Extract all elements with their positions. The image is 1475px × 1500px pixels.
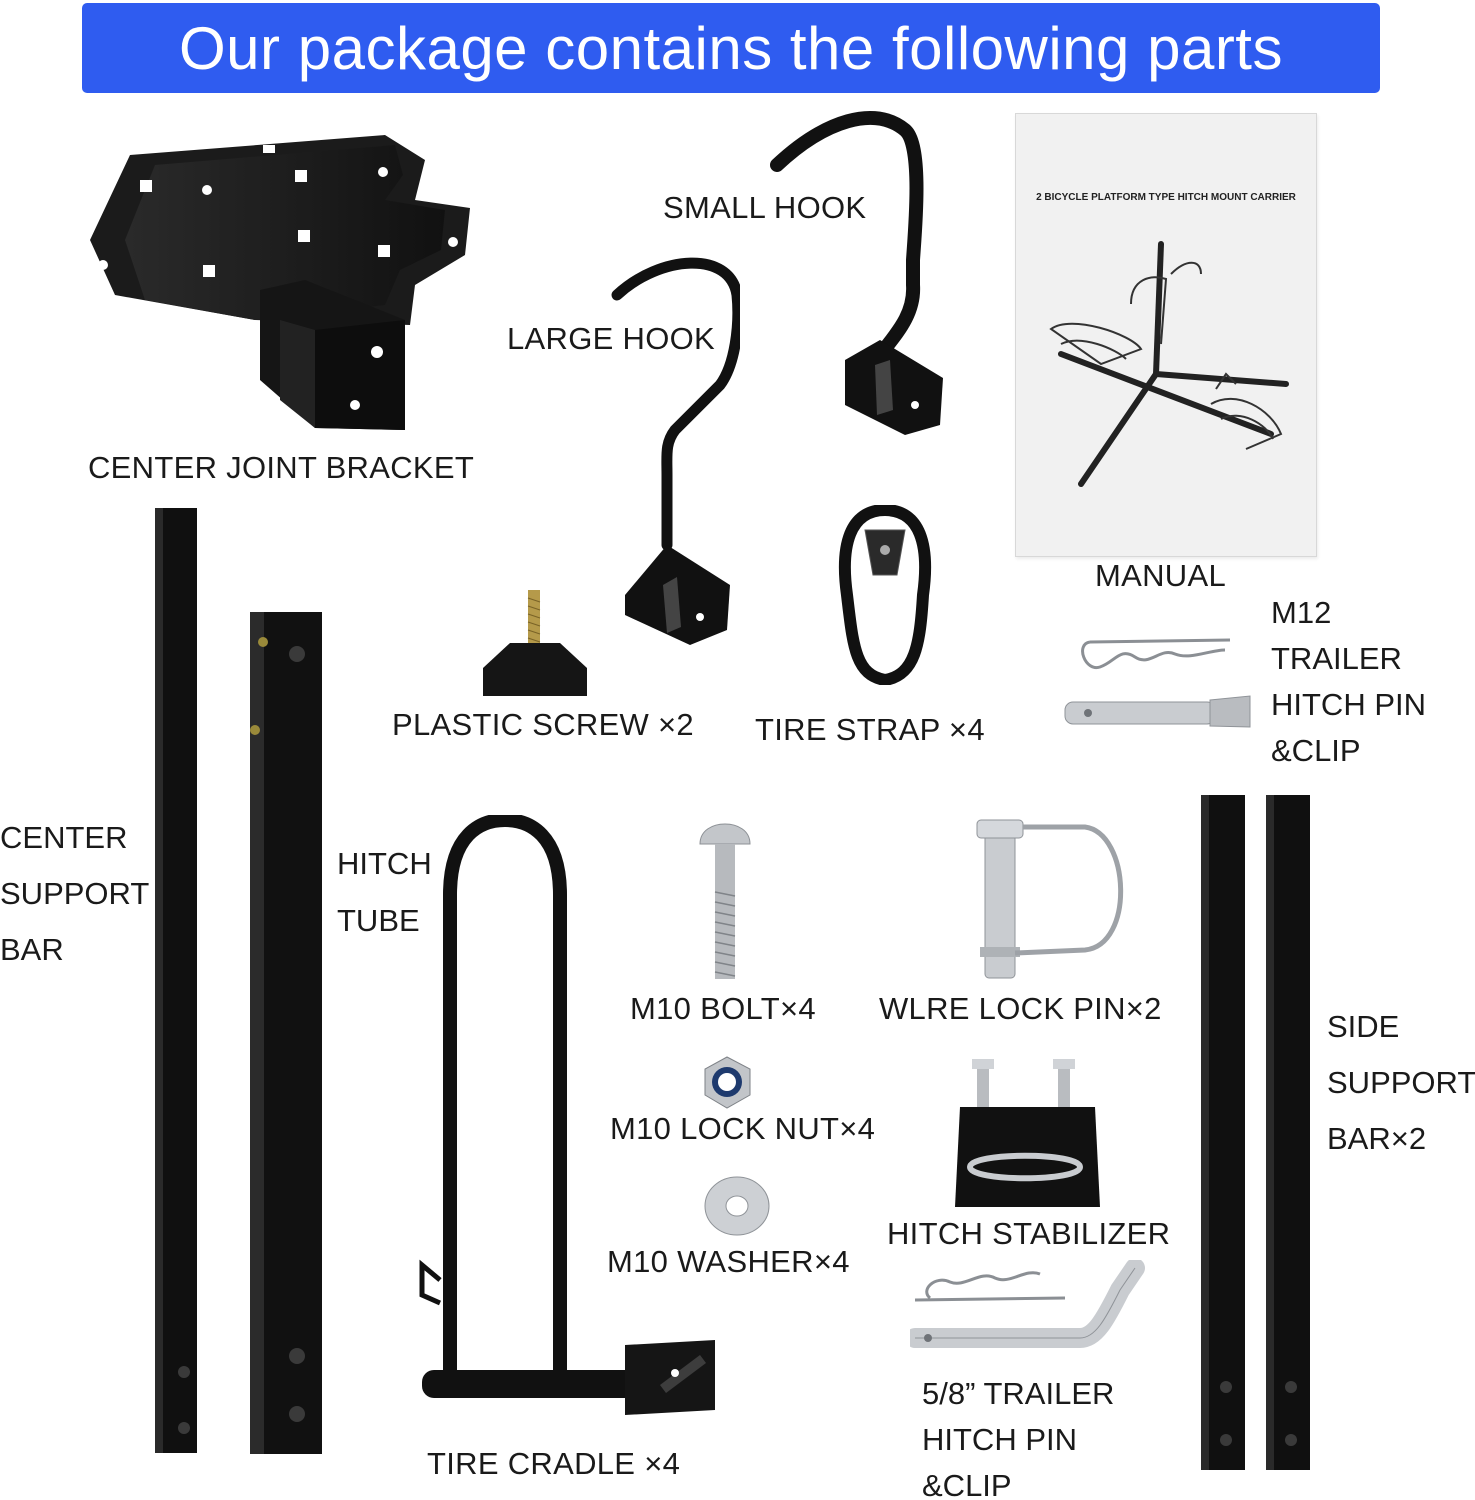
m10-lock-nut-label: M10 LOCK NUT×4 <box>610 1111 876 1146</box>
center-support-line-2: SUPPORT <box>0 876 150 911</box>
hitch-tube-line-1: HITCH <box>337 846 432 881</box>
m12-line-4: &CLIP <box>1271 733 1361 768</box>
small-hook-image <box>770 110 943 435</box>
tire-strap-image <box>838 505 932 685</box>
center-support-bar-label: CENTER SUPPORT BAR <box>0 822 149 990</box>
hitch-tube-image <box>250 612 322 1454</box>
tire-cradle-image <box>419 815 715 1415</box>
m10-washer-image <box>704 1176 770 1236</box>
small-hook-label: SMALL HOOK <box>663 190 867 225</box>
side-support-bar-1-image <box>1201 795 1245 1470</box>
center-support-line-3: BAR <box>0 932 64 967</box>
trailer-pin-line-2: HITCH PIN <box>922 1422 1077 1457</box>
tire-strap-label: TIRE STRAP ×4 <box>755 712 985 747</box>
manual-cover-title: 2 BICYCLE PLATFORM TYPE HITCH MOUNT CARR… <box>1036 192 1296 203</box>
center-joint-bracket-image <box>90 135 470 430</box>
m10-lock-nut-image <box>704 1056 751 1109</box>
m12-line-1: M12 <box>1271 595 1332 630</box>
m10-bolt-label: M10 BOLT×4 <box>630 991 816 1026</box>
bike-rack-illustration <box>1049 241 1289 487</box>
large-hook-image <box>611 257 740 645</box>
center-support-line-1: CENTER <box>0 820 128 855</box>
hitch-tube-line-2: TUBE <box>337 903 420 938</box>
center-support-bar-image <box>155 508 197 1453</box>
m12-line-3: HITCH PIN <box>1271 687 1426 722</box>
manual-label: MANUAL <box>1095 558 1226 593</box>
m10-bolt-image <box>699 823 751 979</box>
plastic-screw-image <box>483 590 587 696</box>
header-banner: Our package contains the following parts <box>82 3 1380 93</box>
center-joint-bracket-label: CENTER JOINT BRACKET <box>88 450 475 485</box>
wire-lock-pin-image <box>976 819 1124 979</box>
m12-hitch-pin-label: M12 TRAILER HITCH PIN &CLIP <box>1271 597 1426 781</box>
banner-title: Our package contains the following parts <box>179 14 1283 82</box>
plastic-screw-label: PLASTIC SCREW ×2 <box>392 707 694 742</box>
trailer-pin-line-3: &CLIP <box>922 1468 1012 1500</box>
m10-washer-label: M10 WASHER×4 <box>607 1244 850 1279</box>
large-hook-label: LARGE HOOK <box>507 321 715 356</box>
hitch-stabilizer-label: HITCH STABILIZER <box>887 1216 1171 1251</box>
side-support-bar-label: SIDE SUPPORT BAR×2 <box>1327 1011 1475 1179</box>
tire-cradle-label: TIRE CRADLE ×4 <box>427 1446 681 1481</box>
wire-lock-pin-label: WLRE LOCK PIN×2 <box>879 991 1162 1026</box>
trailer-hitch-pin-image <box>910 1260 1145 1348</box>
side-support-line-1: SIDE <box>1327 1009 1400 1044</box>
trailer-hitch-pin-label: 5/8” TRAILER HITCH PIN &CLIP <box>922 1378 1114 1500</box>
trailer-pin-line-1: 5/8” TRAILER <box>922 1376 1115 1411</box>
hitch-tube-label: HITCH TUBE <box>337 848 432 962</box>
manual-booklet: 2 BICYCLE PLATFORM TYPE HITCH MOUNT CARR… <box>1015 113 1317 557</box>
side-support-bar-2-image <box>1266 795 1310 1470</box>
hitch-stabilizer-image <box>955 1059 1100 1207</box>
side-support-line-2: SUPPORT <box>1327 1065 1475 1100</box>
side-support-line-3: BAR×2 <box>1327 1121 1427 1156</box>
m12-hitch-pin-image <box>1064 638 1251 728</box>
m12-line-2: TRAILER <box>1271 641 1402 676</box>
